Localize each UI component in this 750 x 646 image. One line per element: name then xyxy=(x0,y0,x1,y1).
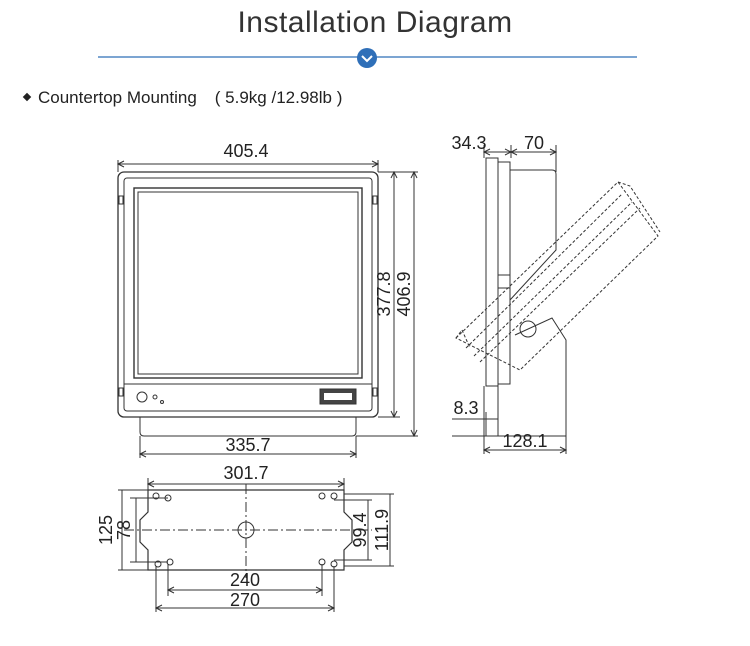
base-plate xyxy=(118,478,394,612)
mount-hole xyxy=(330,492,338,500)
dim-side-depth-a: 34.3 xyxy=(451,133,486,153)
chevron-down-icon xyxy=(357,48,377,68)
dim-front-width: 405.4 xyxy=(223,141,268,161)
dim-side-base-offset: 8.3 xyxy=(453,398,478,418)
dim-plate-inner-height: 78 xyxy=(114,520,134,540)
dim-plate-right-inner: 99.4 xyxy=(350,512,370,547)
dim-side-depth-b: 70 xyxy=(524,133,544,153)
dim-front-outer-height: 406.9 xyxy=(394,271,414,316)
dim-plate-outer-height: 125 xyxy=(96,515,116,545)
mount-hole xyxy=(152,492,160,500)
header-divider xyxy=(98,48,637,68)
dim-plate-right-outer: 111.9 xyxy=(372,509,392,551)
mount-hole xyxy=(318,492,326,500)
front-view xyxy=(116,160,418,458)
dim-plate-top-width: 301.7 xyxy=(223,463,268,483)
dim-side-base-depth: 128.1 xyxy=(502,431,547,451)
mounting-type: Countertop Mounting xyxy=(38,88,197,107)
dim-plate-hole-inner: 240 xyxy=(230,570,260,590)
weight-spec: ( 5.9kg /12.98lb ) xyxy=(214,88,343,107)
dim-front-inner-height: 377.8 xyxy=(374,271,394,316)
mount-hole xyxy=(154,560,162,568)
section-label: Countertop Mounting ( 5.9kg /12.98lb ) xyxy=(22,88,343,108)
dim-front-base-width: 335.7 xyxy=(225,435,270,455)
side-view xyxy=(452,145,661,454)
dim-plate-hole-outer: 270 xyxy=(230,590,260,610)
page-title: Installation Diagram xyxy=(237,6,513,39)
